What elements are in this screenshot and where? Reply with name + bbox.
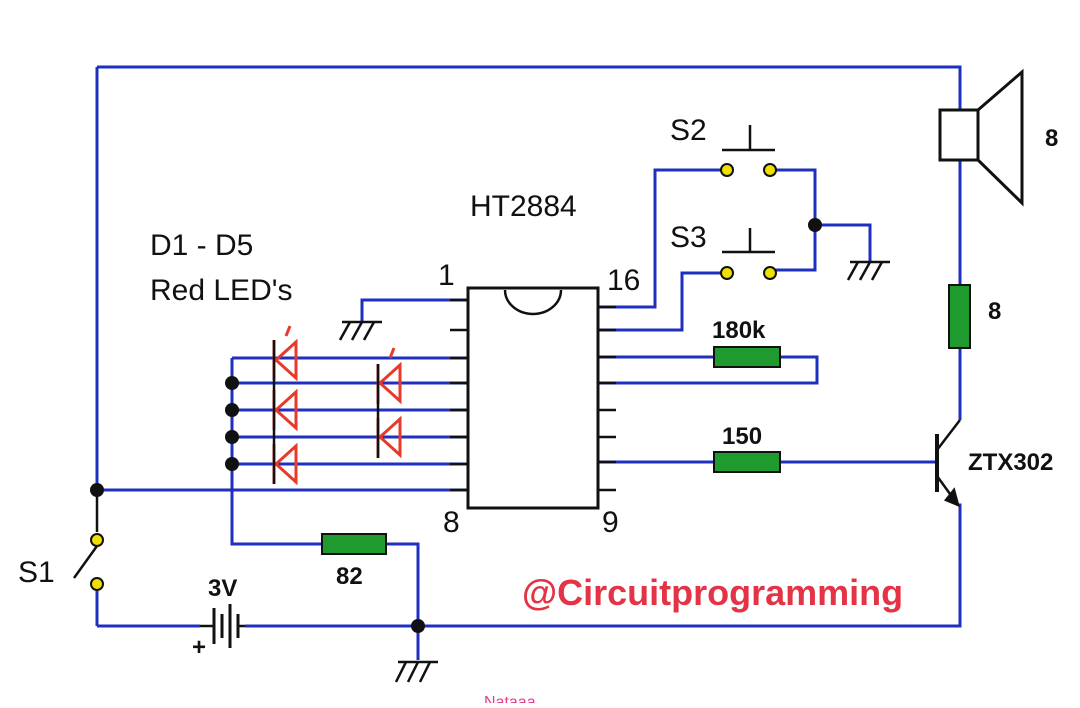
transistor-label: ZTX302 [968, 449, 1053, 476]
battery-voltage-label: 3V [208, 575, 237, 602]
led-group-label: D1 - D5 [150, 229, 253, 262]
watermark: @Circuitprogramming [522, 572, 903, 613]
led-column-left [272, 325, 298, 486]
resistor-180k-label: 180k [712, 317, 766, 344]
pin-8-label: 8 [443, 506, 460, 539]
ground-icon [846, 260, 890, 281]
switch-s1-label: S1 [18, 556, 55, 589]
led-icon [376, 347, 402, 405]
resistor-8-label: 8 [988, 298, 1001, 325]
speaker-value-label: 8 [1045, 125, 1058, 152]
pin-9-label: 9 [602, 506, 619, 539]
switch-s3-label: S3 [670, 221, 707, 254]
resistor-180k [713, 346, 781, 368]
resistor-150-label: 150 [722, 423, 762, 450]
switch-s2 [720, 125, 777, 177]
switch-s2-label: S2 [670, 114, 707, 147]
switch-s1 [72, 490, 104, 591]
pin-1-label: 1 [438, 259, 455, 292]
transistor-icon [935, 419, 961, 508]
ground-icon [338, 320, 382, 341]
speaker-icon [938, 68, 1024, 207]
resistor-82-label: 82 [336, 563, 363, 590]
led-column-right [376, 347, 402, 459]
resistor-150 [713, 451, 781, 473]
led-icon [272, 325, 298, 382]
resistor-82 [321, 533, 387, 555]
switch-s3 [720, 228, 777, 280]
battery-icon [200, 604, 245, 648]
ic-name-label: HT2884 [470, 190, 577, 223]
cutoff-text: Nataaa [484, 694, 536, 703]
led-type-label: Red LED's [150, 274, 292, 307]
resistor-8 [948, 284, 971, 349]
battery-polarity-label: + [192, 634, 206, 661]
ground-icon [394, 660, 438, 683]
ic-ht2884 [450, 286, 616, 510]
pin-16-label: 16 [607, 264, 640, 297]
wires [95, 65, 962, 660]
